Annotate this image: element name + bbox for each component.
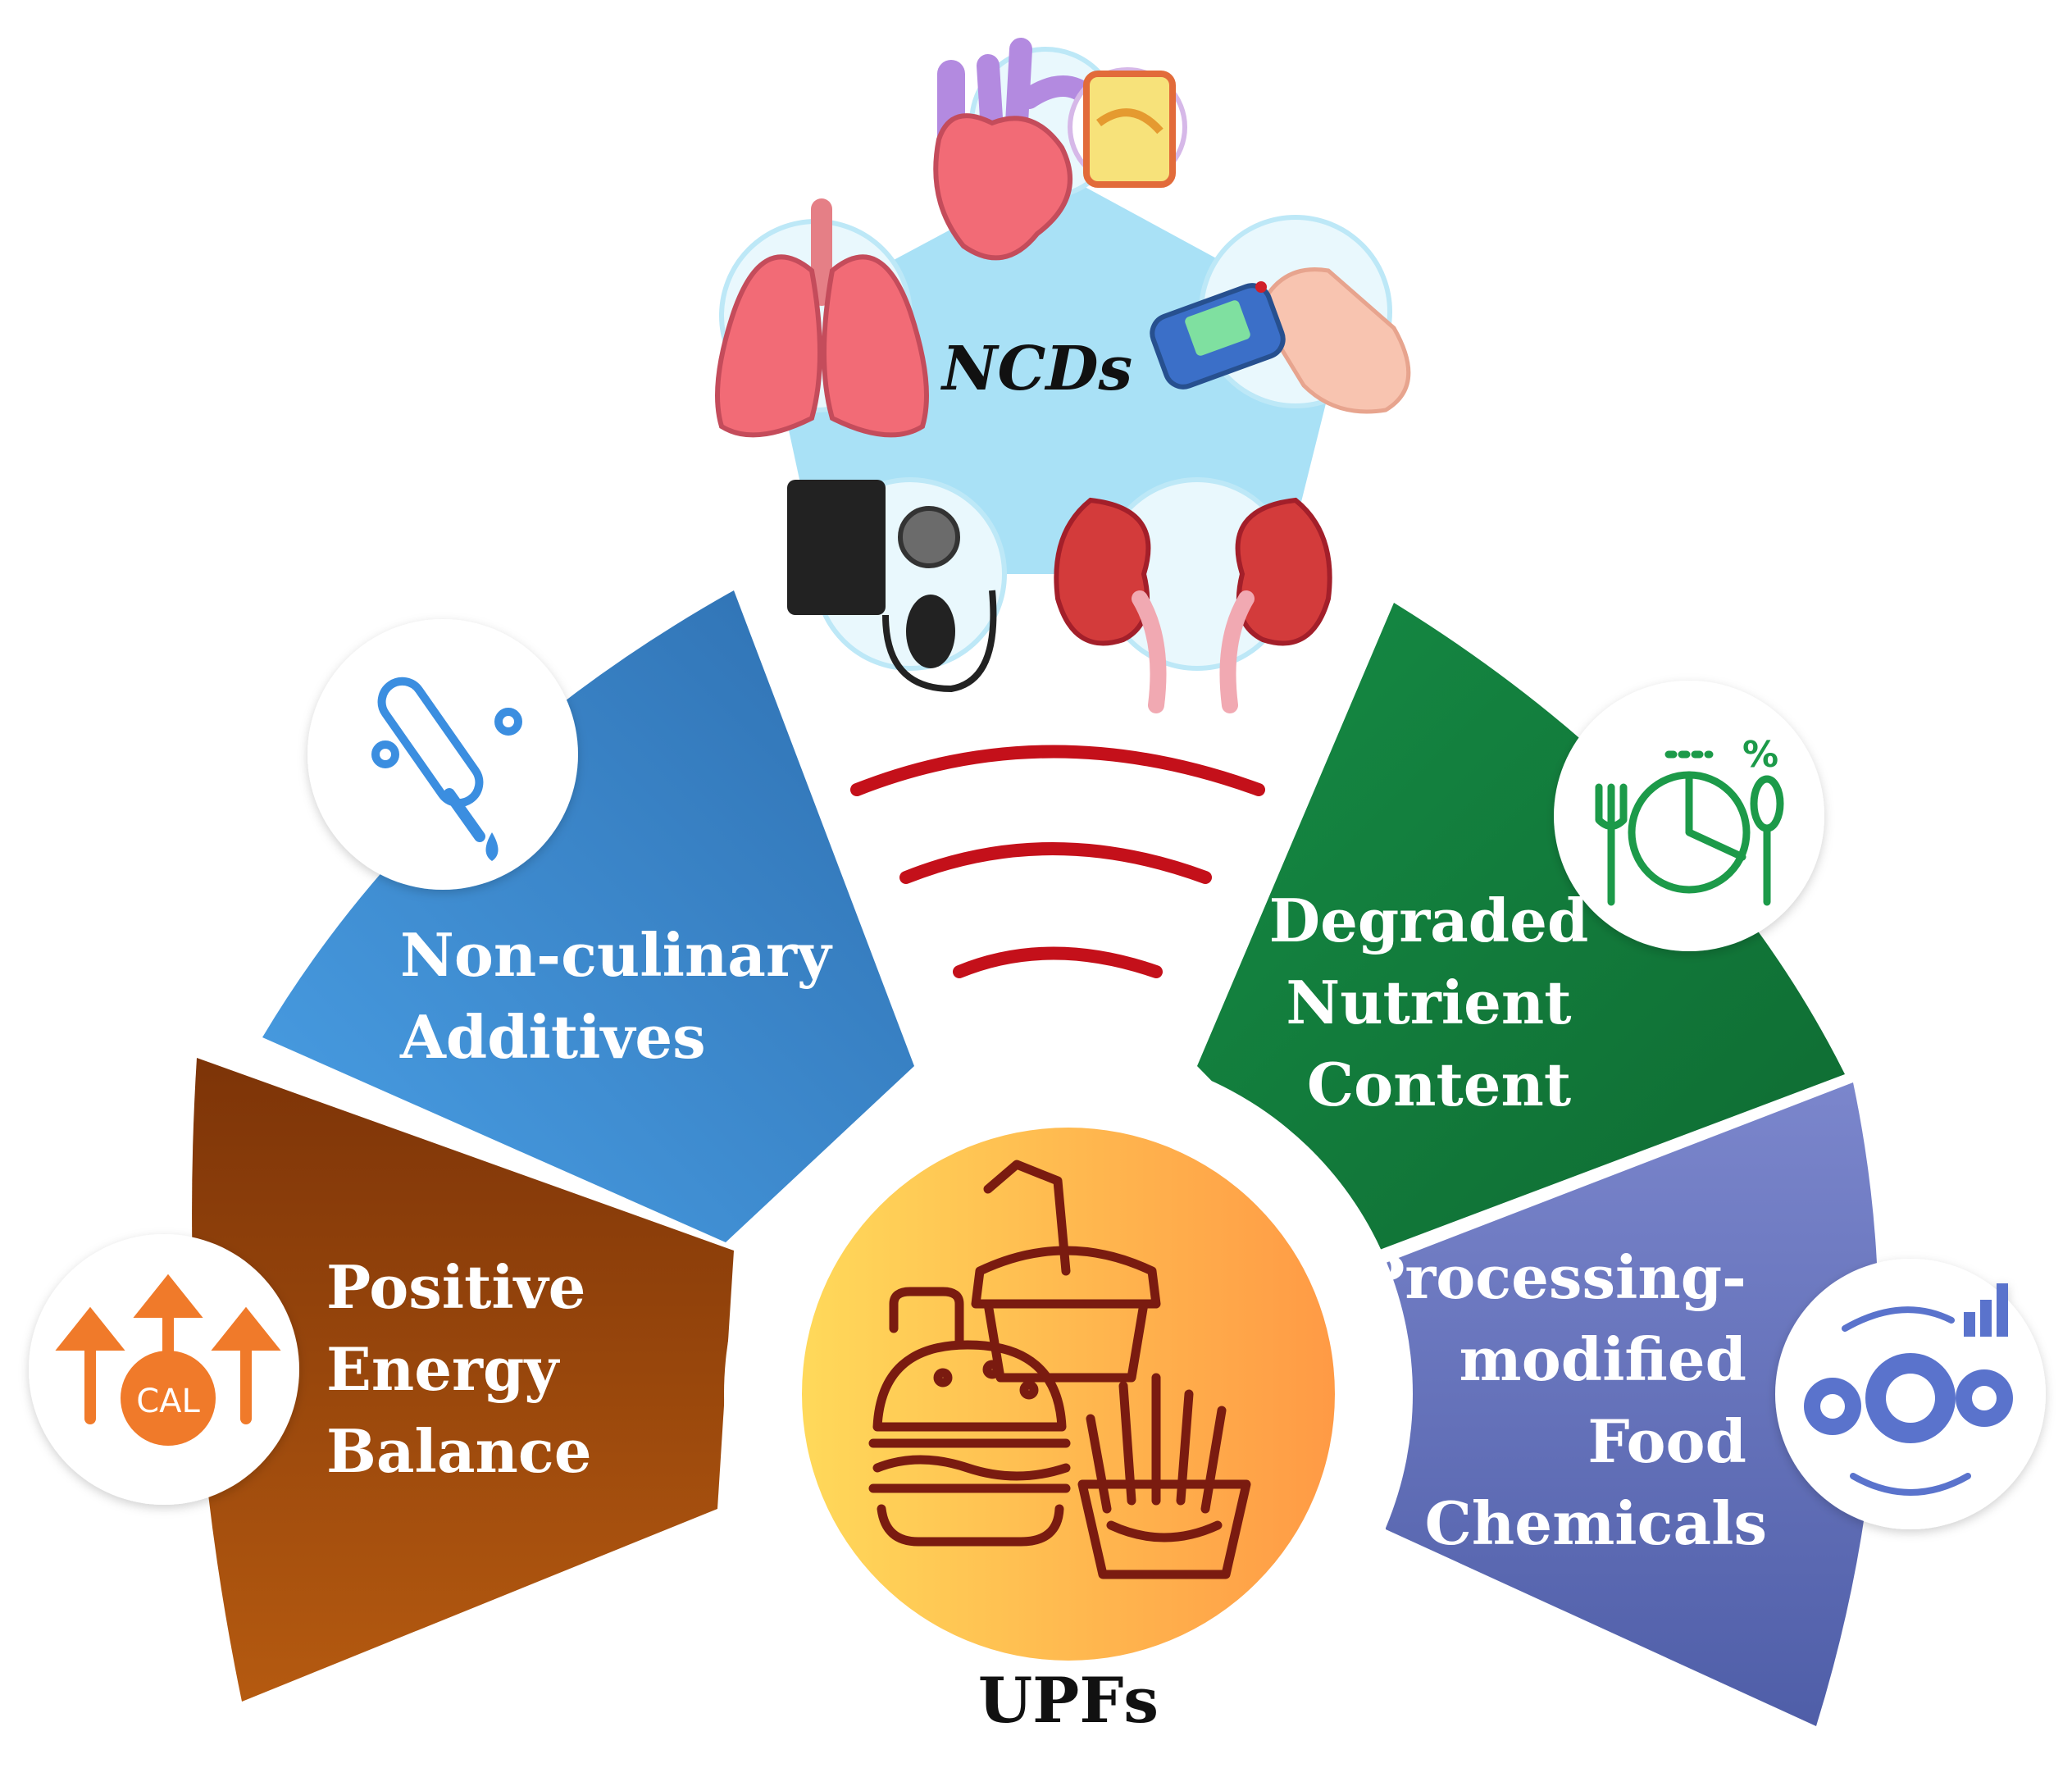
energy-label-line-2: Energy [326, 1334, 560, 1404]
energy-label: Positive Energy Balance [326, 1252, 606, 1486]
segment-energy [192, 1058, 735, 1702]
segment-chemicals [1386, 1082, 1879, 1726]
blood-pressure-monitor-icon [787, 480, 997, 693]
percent-symbol: % [1742, 734, 1778, 776]
signal-arcs [850, 745, 1265, 978]
lungs-icon [715, 198, 929, 438]
chemicals-label-line-3: Food [1587, 1406, 1746, 1476]
nutrition-plate-icon: % [1554, 681, 1824, 951]
ncd-label: NCDs [940, 334, 1132, 404]
heart-icon [933, 38, 1101, 261]
glucometer-icon [1150, 267, 1411, 414]
fast-food-icon [868, 1160, 1251, 1579]
segment-nutrient [1197, 603, 1845, 1251]
calorie-icon: CAL [29, 1234, 299, 1505]
energy-label-line-3: Balance [326, 1416, 592, 1486]
chemicals-label-line-2: modified [1460, 1324, 1746, 1394]
artery-icon [1068, 67, 1187, 188]
segment-additives [262, 590, 914, 1242]
nutrient-label-line-3: Content [1307, 1050, 1571, 1119]
gears-chemical-icon [1775, 1259, 2046, 1529]
chemicals-label: Processing- modified Food Chemicals [1360, 1242, 1767, 1558]
additives-label: Non-culinary Additives [399, 920, 852, 1072]
chemicals-label-line-4: Chemicals [1425, 1488, 1767, 1558]
nutrient-label-line-1: Degraded [1269, 886, 1589, 955]
additives-label-line-1: Non-culinary [400, 920, 833, 990]
nutrient-label-line-2: Nutrient [1286, 968, 1571, 1037]
nutrient-label: Degraded Nutrient Content [1269, 886, 1610, 1119]
ncd-background [767, 172, 1345, 574]
center-label: UPFs [978, 1664, 1159, 1737]
chemicals-label-line-1: Processing- [1360, 1242, 1746, 1312]
additives-label-line-2: Additives [399, 1002, 706, 1072]
test-tube-icon [307, 619, 578, 890]
calorie-icon-label: CAL [136, 1383, 200, 1420]
ncd-cluster: NCDs [715, 38, 1411, 713]
energy-label-line-1: Positive [326, 1252, 585, 1322]
kidneys-icon [1054, 497, 1332, 713]
